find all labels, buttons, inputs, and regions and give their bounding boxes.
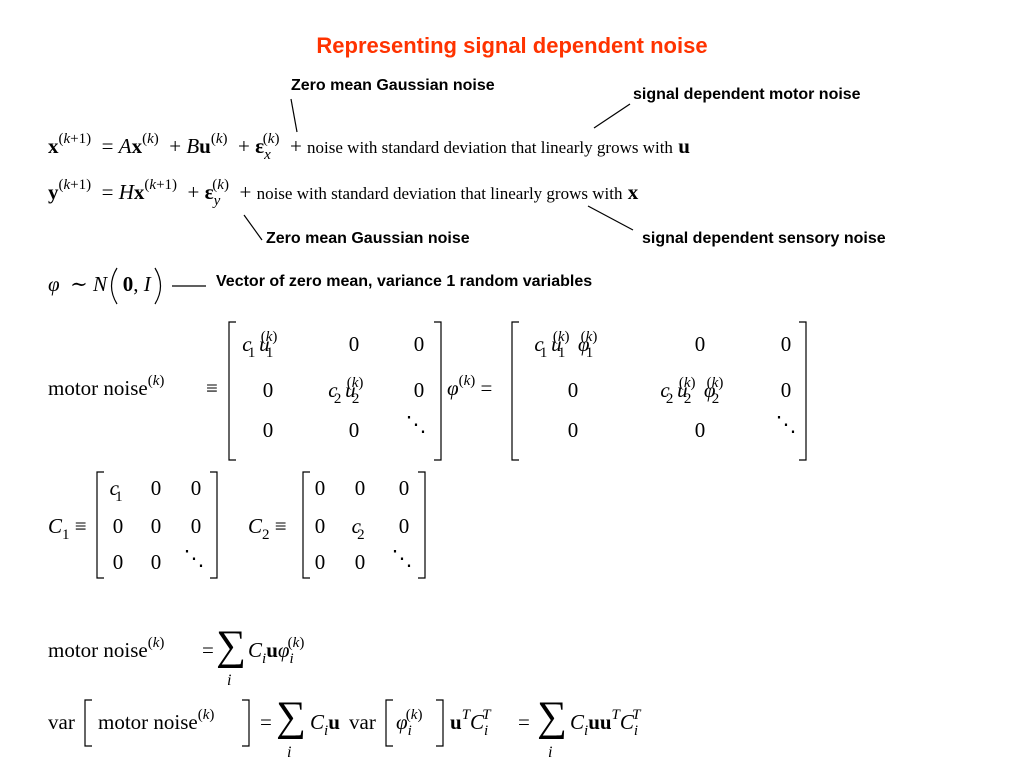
var-phi: φi(k) — [396, 707, 423, 739]
annotation-motor-noise: signal dependent motor noise — [633, 86, 861, 103]
var-label-2: var — [349, 710, 376, 734]
equation-state-update: x(k+1) = Ax(k) + Bu(k) + εx(k) + noise w… — [48, 131, 690, 163]
annotation-vector-desc: Vector of zero mean, variance 1 random v… — [216, 273, 593, 290]
sum-index-3: i — [548, 744, 553, 761]
annotation-sensory-noise: signal dependent sensory noise — [642, 230, 886, 247]
motor-noise-label: motor noise — [48, 376, 148, 400]
var-equals-1: = — [260, 710, 272, 734]
equation-phi-distribution: φ ∼ N 0, I — [48, 272, 151, 296]
var-label: var — [48, 710, 75, 734]
c2-lhs: C2 ≡ — [248, 514, 287, 543]
sum-symbol-2: ∑ — [276, 694, 306, 740]
slide-title: Representing signal dependent noise — [316, 33, 708, 58]
var-equals-2: = — [518, 710, 530, 734]
var-mid-tail: uTCiT — [450, 707, 491, 739]
eq2-var: x — [627, 180, 639, 204]
eq1-noise-text: noise with standard deviation that linea… — [307, 138, 673, 157]
sum-index-2: i — [287, 744, 292, 761]
motor-noise-sum-rhs: Ciuφi(k) — [248, 635, 305, 667]
eq1-var: u — [678, 134, 690, 158]
equiv-sign: ≡ — [206, 376, 218, 400]
eq2-noise-text: noise with standard deviation that linea… — [256, 184, 623, 203]
sum-symbol-1: ∑ — [216, 623, 246, 669]
phi-k-equals: φ(k) = — [447, 373, 493, 400]
var-mid-term: Ciu — [310, 710, 340, 739]
sum-symbol-3: ∑ — [537, 694, 567, 740]
motor-noise-label-2: motor noise — [48, 638, 148, 662]
var-motor-noise: motor noise(k) — [98, 707, 215, 734]
motor-noise-lhs: motor noise(k) — [48, 373, 165, 400]
sum-index-1: i — [227, 672, 232, 689]
var-final: CiuuTCiT — [570, 707, 641, 739]
motor-noise-sum-lhs: motor noise(k) — [48, 635, 165, 662]
annotation-zero-mean-top: Zero mean Gaussian noise — [291, 77, 495, 94]
equation-observation: y(k+1) = Hx(k+1) + εy(k) + noise with st… — [48, 177, 639, 209]
motor-noise-label-3: motor noise — [98, 710, 198, 734]
motor-noise-sum-equals: = — [202, 638, 214, 662]
c1-lhs: C1 ≡ — [48, 514, 87, 543]
annotation-zero-mean-bottom: Zero mean Gaussian noise — [266, 230, 470, 247]
